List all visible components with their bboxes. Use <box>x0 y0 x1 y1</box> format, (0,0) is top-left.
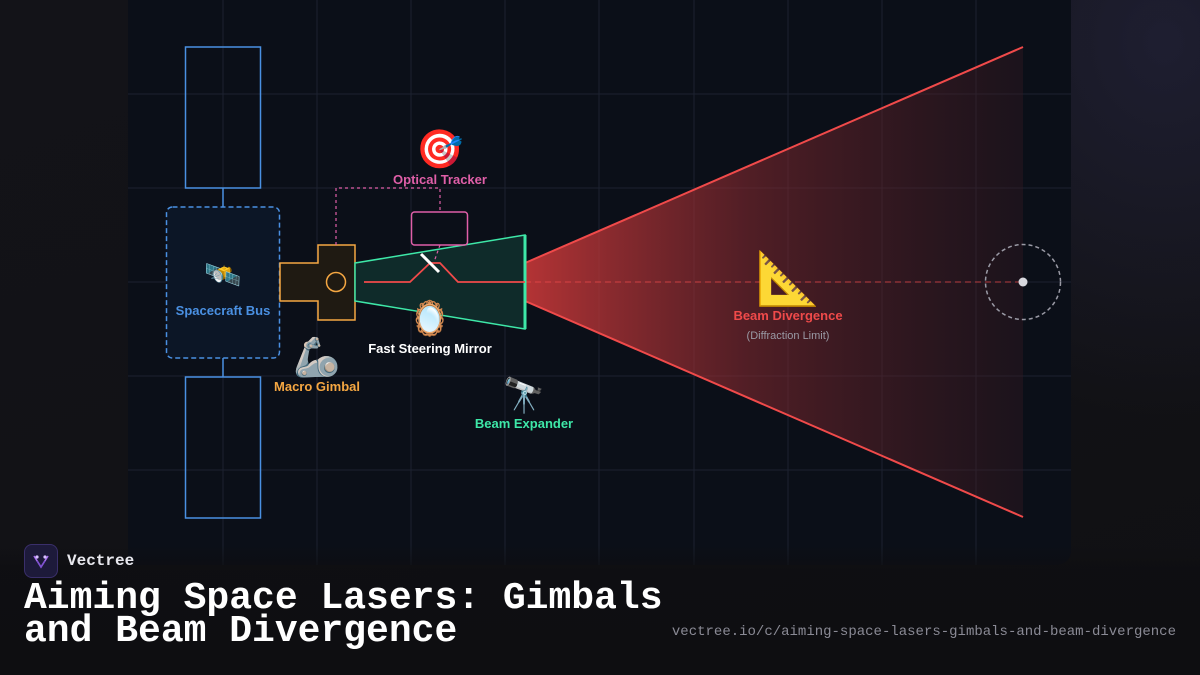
optical-tracker-label: Optical Tracker <box>393 172 487 187</box>
beam-lower-edge <box>524 300 1024 518</box>
gimbal-pivot <box>325 271 347 293</box>
target-ring <box>984 243 1062 321</box>
robot-arm-icon: 🦾 <box>293 335 340 379</box>
triangle-ruler-icon: 📐 <box>756 248 821 309</box>
diffraction-limit-note: (Diffraction Limit) <box>747 330 830 342</box>
page-title: Aiming Space Lasers: Gimbals and Beam Di… <box>24 577 663 653</box>
brand: Vectree <box>24 544 134 578</box>
macro-gimbal-label: Macro Gimbal <box>274 379 360 394</box>
beam-upper-edge <box>524 46 1024 264</box>
beam-cone <box>525 47 1023 517</box>
macro-gimbal-body <box>279 244 356 321</box>
beam-expander-label: Beam Expander <box>475 416 573 431</box>
footer-bar <box>0 545 1200 675</box>
steering-mirror-element <box>419 252 441 274</box>
spacecraft-bus-label: Spacecraft Bus <box>176 303 271 318</box>
diagram-panel: 🛰️ Spacecraft Bus 🦾 Macro Gimbal 🔭 Beam … <box>128 0 1071 565</box>
mirror-icon: 🪞 <box>409 299 451 339</box>
tracker-link-line <box>335 187 441 245</box>
optical-tracker-box <box>410 211 469 246</box>
vectree-logo-icon <box>24 544 58 578</box>
target-icon: 🎯 <box>416 127 463 171</box>
target-point <box>1018 277 1028 287</box>
internal-beam-path <box>364 262 525 283</box>
satellite-icon: 🛰️ <box>204 258 241 293</box>
fast-steering-mirror-label: Fast Steering Mirror <box>368 341 492 356</box>
laser-aiming-diagram: 🛰️ Spacecraft Bus 🦾 Macro Gimbal 🔭 Beam … <box>128 0 1071 565</box>
brand-name: Vectree <box>67 552 135 570</box>
telescope-icon: 🔭 <box>503 376 545 416</box>
page-url[interactable]: vectree.io/c/aiming-space-lasers-gimbals… <box>671 624 1176 640</box>
beam-divergence-label: Beam Divergence <box>733 308 842 323</box>
